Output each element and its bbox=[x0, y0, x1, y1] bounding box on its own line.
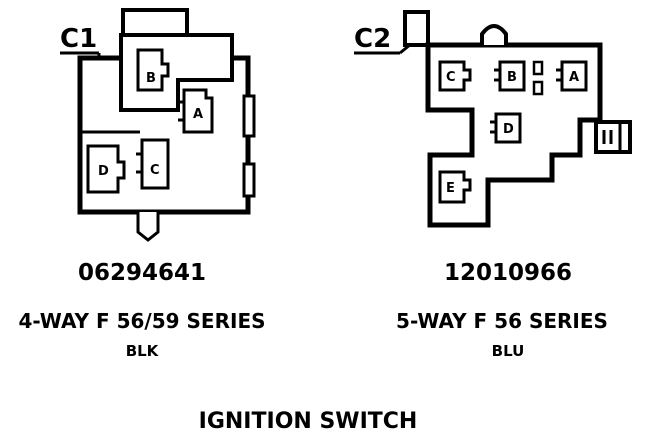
connector-c2-pin-a: A bbox=[556, 60, 588, 92]
connector-c2-pin-b: B bbox=[494, 60, 526, 92]
connector-c1-pin-c: C bbox=[136, 138, 170, 190]
connector-c1-label: C1 bbox=[60, 24, 97, 54]
connector-c1-pin-b: B bbox=[136, 48, 170, 92]
connector-c2-pin-d-label: D bbox=[503, 122, 514, 137]
connector-c2-key-lower bbox=[532, 80, 544, 96]
connector-c1-latch-top bbox=[242, 94, 256, 138]
connector-c1-pin-d-label: D bbox=[98, 164, 109, 179]
connector-c2-hump bbox=[480, 24, 508, 45]
connector-c2-pin-b-label: B bbox=[507, 70, 517, 85]
connector-c2-key-upper bbox=[532, 60, 544, 76]
connector-c2-series: 5-WAY F 56 SERIES bbox=[396, 309, 608, 333]
connector-c1-part-number: 06294641 bbox=[78, 260, 206, 286]
connector-c1-pin-b-label: B bbox=[146, 71, 156, 86]
connector-c1-pin-a: A bbox=[178, 88, 214, 134]
connector-c1-series: 4-WAY F 56/59 SERIES bbox=[18, 309, 265, 333]
connector-c2-pin-c: C bbox=[438, 60, 472, 92]
connector-c1-key-peg bbox=[136, 212, 160, 242]
connector-c2-part-number: 12010966 bbox=[444, 260, 572, 286]
connector-c1-top-tab bbox=[121, 8, 189, 37]
connector-c1-latch-bottom bbox=[242, 162, 256, 198]
connector-c2-pin-e-label: E bbox=[446, 181, 455, 196]
connector-c2-pin-c-label: C bbox=[446, 70, 456, 85]
connector-c2: C2 C B A D bbox=[354, 10, 632, 228]
connector-c2-color: BLU bbox=[492, 342, 525, 360]
connector-c2-lock-tab bbox=[594, 120, 632, 154]
connector-c2-label: C2 bbox=[354, 24, 391, 54]
connector-c1-pin-d: D bbox=[86, 144, 126, 194]
connector-c2-left-column bbox=[403, 10, 430, 47]
connector-c1: C1 B A D C bbox=[60, 8, 256, 242]
connector-c2-pin-d: D bbox=[490, 112, 522, 144]
connector-c2-pin-e: E bbox=[438, 170, 472, 204]
connector-c1-pin-c-label: C bbox=[150, 163, 160, 178]
connector-c1-pin-a-label: A bbox=[193, 107, 203, 122]
connector-c2-pin-a-label: A bbox=[569, 70, 579, 85]
diagram-title: IGNITION SWITCH bbox=[199, 409, 418, 434]
connector-c1-color: BLK bbox=[126, 342, 160, 360]
